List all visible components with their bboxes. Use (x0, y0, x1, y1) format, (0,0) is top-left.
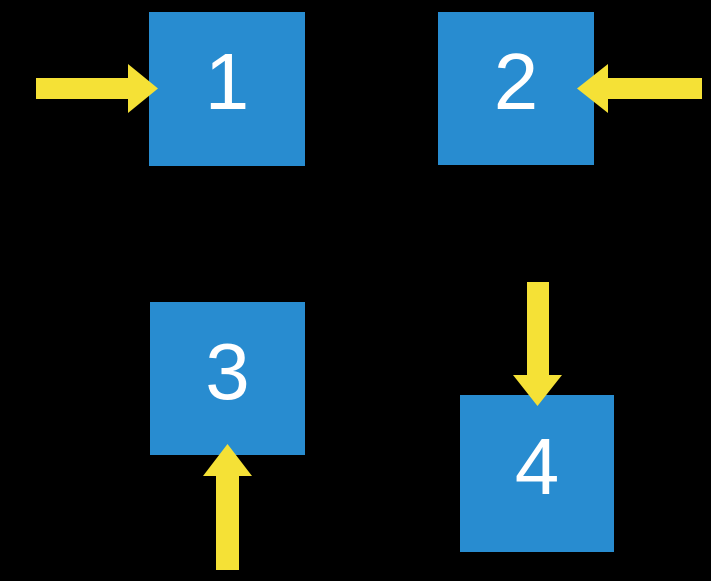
arrow-up-icon (203, 444, 252, 570)
arrow-down-icon (513, 282, 562, 406)
box-4-label: 4 (514, 421, 560, 511)
box-2-label: 2 (493, 36, 539, 126)
box-1-label: 1 (204, 37, 250, 126)
box-2: 2 (438, 12, 594, 165)
arrow-right-icon (36, 64, 158, 113)
box-3: 3 (150, 302, 305, 455)
box-3-label: 3 (205, 326, 250, 416)
box-4: 4 (460, 395, 614, 552)
arrow-left-icon (577, 64, 702, 113)
box-1: 1 (149, 12, 305, 166)
